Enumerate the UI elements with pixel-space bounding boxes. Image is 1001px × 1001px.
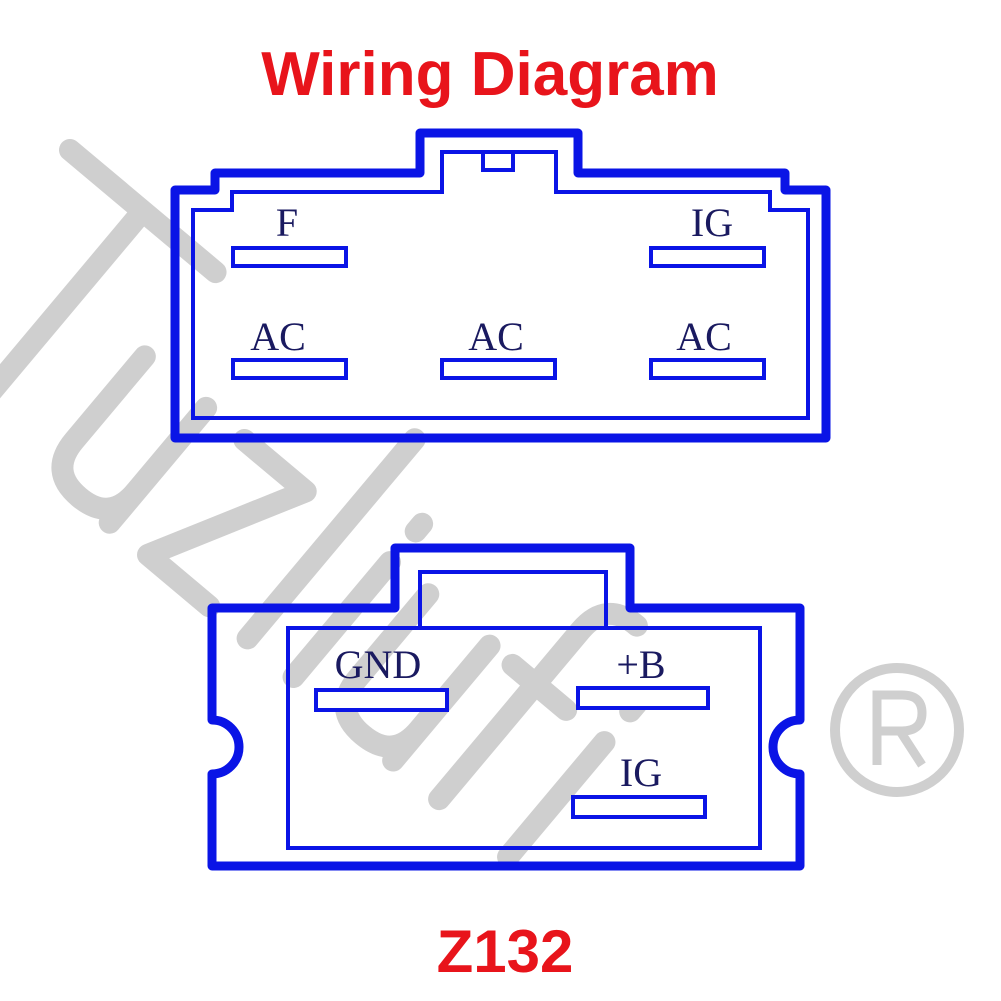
top-connector-latch xyxy=(481,150,515,172)
pin-label-ac-3: AC xyxy=(676,314,732,359)
pin-ac-2 xyxy=(440,358,557,380)
pin-ac-1 xyxy=(231,358,348,380)
bottom-connector: GND +B IG xyxy=(207,543,805,871)
pin-label-ac-2: AC xyxy=(468,314,524,359)
pin-label-ig-bottom: IG xyxy=(620,750,662,795)
pin-label-gnd: GND xyxy=(335,642,422,687)
pin-label-f: F xyxy=(276,200,298,245)
pin-label-plus-b: +B xyxy=(616,642,665,687)
top-connector: F IG AC AC AC xyxy=(170,128,831,443)
model-number: Z132 xyxy=(437,918,574,985)
bottom-connector-inner-outline xyxy=(286,626,762,850)
pin-ac-3 xyxy=(649,358,766,380)
pin-label-ac-1: AC xyxy=(250,314,306,359)
pin-label-ig: IG xyxy=(691,200,733,245)
bottom-connector-tab xyxy=(418,570,608,628)
pin-ig xyxy=(649,246,766,268)
pin-gnd xyxy=(314,688,449,712)
watermark xyxy=(0,139,964,868)
pin-plus-b xyxy=(576,686,710,710)
bottom-connector-outline xyxy=(207,543,805,871)
pin-f xyxy=(231,246,348,268)
diagram-title: Wiring Diagram xyxy=(261,40,719,109)
top-connector-inner-outline xyxy=(191,150,810,420)
pin-ig-bottom xyxy=(571,795,707,819)
top-connector-outline xyxy=(170,128,831,443)
